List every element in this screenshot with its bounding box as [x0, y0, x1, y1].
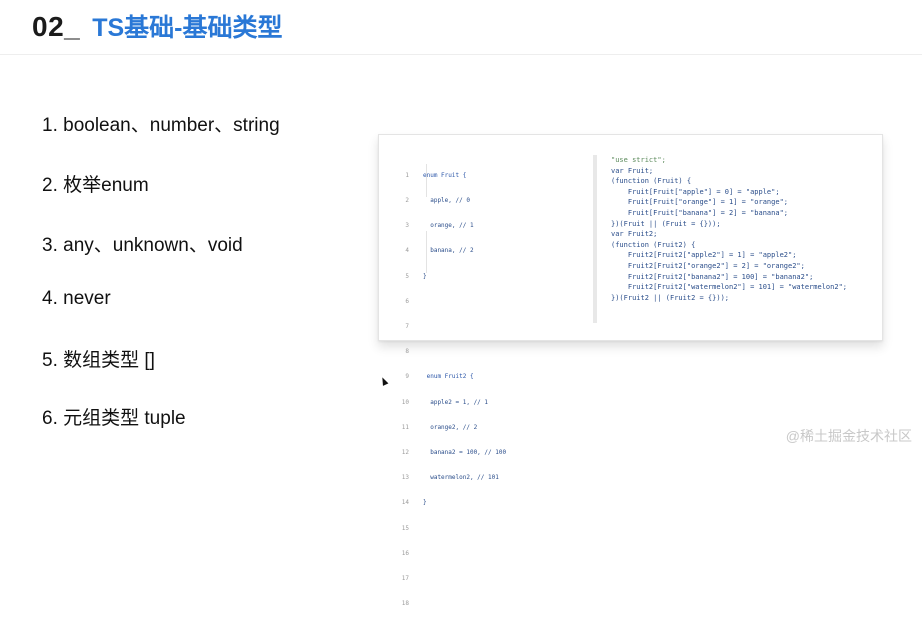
line-number: 15	[401, 524, 409, 532]
code-line: (function (Fruit2) {	[611, 240, 696, 249]
code-line: apple2 = 1, // 1	[423, 398, 489, 406]
code-line: })(Fruit2 || (Fruit2 = {}));	[611, 293, 730, 302]
code-screenshot: 1 2 3 4 5 6 7 8 9 10 11 12 13 14 15 16 1…	[378, 134, 883, 607]
code-line	[423, 298, 506, 306]
code-line: Fruit2[Fruit2["banana2"] = 100] = "banan…	[611, 272, 814, 281]
code-line: "use strict";	[611, 156, 666, 164]
line-number: 8	[405, 348, 409, 356]
code-line: Fruit2[Fruit2["apple2"] = 1] = "apple2";	[611, 251, 797, 260]
line-number: 16	[401, 549, 409, 557]
line-number: 12	[401, 449, 409, 457]
title-number: 02_	[32, 11, 81, 42]
line-number: 1	[405, 171, 409, 179]
code-line	[423, 323, 506, 331]
code-line: apple, // 0	[423, 197, 470, 205]
bullet-item: 4. never	[42, 288, 111, 309]
line-number: 6	[405, 297, 409, 305]
code-line: Fruit2[Fruit2["orange2"] = 2] = "orange2…	[611, 261, 805, 270]
ts-code: enum Fruit { apple, // 0 orange, // 1 ba…	[423, 155, 506, 625]
line-number: 11	[401, 423, 409, 431]
typescript-source-pane: 1 2 3 4 5 6 7 8 9 10 11 12 13 14 15 16 1…	[379, 155, 589, 607]
code-line: enum Fruit {	[423, 171, 467, 179]
code-line	[423, 525, 506, 533]
line-numbers: 1 2 3 4 5 6 7 8 9 10 11 12 13 14 15 16 1…	[391, 155, 409, 625]
code-line: Fruit[Fruit["orange"] = 1] = "orange";	[611, 198, 789, 207]
line-number: 7	[405, 323, 409, 331]
slide-title: 02_ TS基础-基础类型	[32, 8, 283, 44]
line-number: 4	[405, 247, 409, 255]
code-line: }	[423, 499, 427, 507]
title-divider	[0, 54, 922, 55]
line-number: 3	[405, 222, 409, 230]
code-line: var Fruit2;	[611, 230, 658, 239]
code-line: banana2 = 100, // 100	[423, 449, 507, 457]
code-line	[423, 550, 506, 558]
code-line: (function (Fruit) {	[611, 177, 692, 186]
line-number: 14	[401, 499, 409, 507]
mouse-cursor-icon	[379, 376, 389, 386]
code-line: Fruit2[Fruit2["watermelon2"] = 101] = "w…	[611, 283, 848, 292]
line-number: 5	[405, 272, 409, 280]
code-line: var Fruit;	[611, 166, 654, 175]
code-line: Fruit[Fruit["banana"] = 2] = "banana";	[611, 208, 789, 217]
indent-guide	[426, 231, 427, 273]
line-number: 9	[405, 373, 409, 381]
bullet-item: 5. 数组类型 []	[42, 350, 155, 371]
line-number: 2	[405, 197, 409, 205]
bullet-item: 1. boolean、number、string	[42, 115, 280, 136]
code-line: })(Fruit || (Fruit = {}));	[611, 219, 721, 228]
code-line: banana, // 2	[423, 247, 474, 255]
code-line: orange, // 1	[423, 222, 474, 230]
code-line: Fruit[Fruit["apple"] = 0] = "apple";	[611, 187, 780, 196]
code-line: watermelon2, // 101	[423, 474, 499, 482]
code-line	[423, 600, 506, 608]
compiled-js-pane: "use strict"; var Fruit; (function (Frui…	[611, 155, 847, 303]
bullet-item: 3. any、unknown、void	[42, 235, 243, 256]
line-number: 10	[401, 398, 409, 406]
line-number: 13	[401, 474, 409, 482]
code-line	[423, 348, 506, 356]
code-line	[423, 575, 506, 583]
pane-divider	[593, 155, 597, 323]
bullet-item: 6. 元组类型 tuple	[42, 408, 186, 429]
code-line: enum Fruit2 {	[423, 373, 474, 381]
bullet-item: 2. 枚举enum	[42, 175, 149, 196]
code-line: }	[423, 272, 427, 280]
line-number: 17	[401, 575, 409, 583]
line-number: 18	[401, 600, 409, 608]
code-line: orange2, // 2	[423, 423, 478, 431]
title-topic: TS基础-基础类型	[92, 14, 283, 42]
watermark: @稀土掘金技术社区	[785, 428, 912, 444]
indent-guide	[426, 164, 427, 197]
